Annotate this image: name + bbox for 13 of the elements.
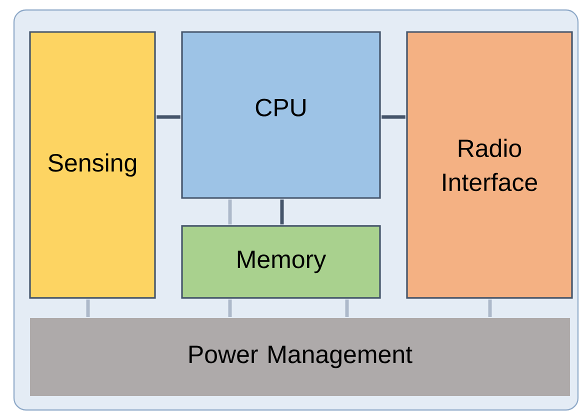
connector-line	[382, 115, 406, 119]
block-box: Memory	[181, 225, 381, 299]
block-box: Sensing	[29, 31, 156, 299]
connector-line	[228, 300, 232, 317]
connector-line	[228, 200, 232, 224]
block-box: Radio Interface	[406, 31, 573, 299]
connector-line	[488, 300, 492, 317]
connector-line	[156, 115, 180, 119]
connector-line	[86, 300, 90, 317]
connector-line	[345, 300, 349, 317]
power-management-bar: Power Management	[30, 318, 570, 396]
connector-line	[280, 200, 284, 224]
block-box: CPU	[181, 31, 381, 199]
